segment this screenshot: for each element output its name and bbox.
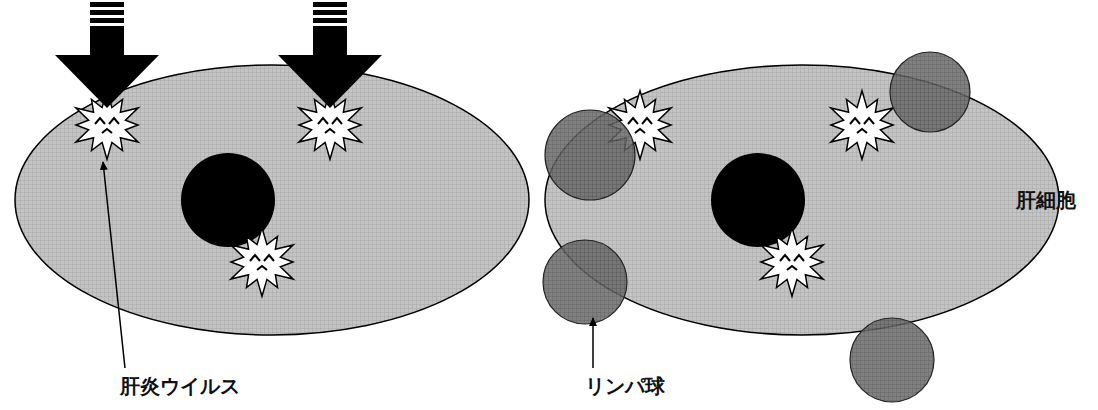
label-text: リンパ球 xyxy=(585,374,665,398)
virus xyxy=(231,228,293,296)
virus xyxy=(831,91,893,159)
arrow-stripe xyxy=(90,18,124,23)
virus-eyes xyxy=(780,255,804,261)
lymphocyte xyxy=(543,240,627,324)
arrow-head xyxy=(278,55,382,108)
virus-mouth xyxy=(857,129,867,133)
arrow-stripe xyxy=(313,2,347,7)
label-text: 肝細胞 xyxy=(1016,188,1076,212)
arrow-stripe xyxy=(90,10,124,15)
arrow-stripe xyxy=(90,2,124,7)
label-text: 肝炎ウイルス xyxy=(120,374,240,398)
virus-mouth xyxy=(325,129,335,133)
virus-mouth xyxy=(635,129,645,133)
arrow-shaft xyxy=(313,26,347,56)
virus-eyes xyxy=(95,118,119,124)
arrow-stripe xyxy=(313,10,347,15)
virus-eyes xyxy=(628,118,652,124)
virus-mouth xyxy=(102,129,112,133)
arrow-shaft xyxy=(90,26,124,56)
arrow-head xyxy=(55,55,159,108)
lymphocyte xyxy=(850,318,934,402)
virus-mouth xyxy=(257,266,267,270)
virus-eyes xyxy=(850,118,874,124)
virus-mouth xyxy=(787,266,797,270)
leader-line xyxy=(592,318,594,368)
leader-line xyxy=(103,162,125,368)
liver-cell xyxy=(15,65,529,335)
virus-eyes xyxy=(318,118,342,124)
lymphocyte xyxy=(890,52,970,132)
virus xyxy=(761,228,823,296)
lymphocyte xyxy=(545,110,635,200)
virus-eyes xyxy=(250,255,274,261)
arrow-stripe xyxy=(313,18,347,23)
